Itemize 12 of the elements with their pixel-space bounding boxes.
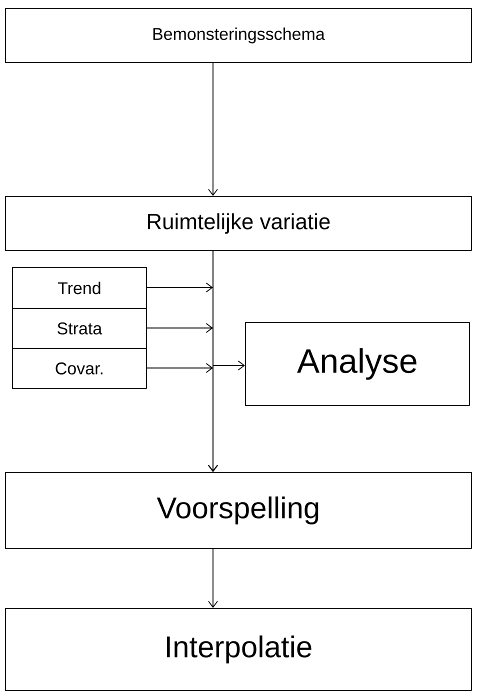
process-box: Ruimtelijke variatie	[5, 196, 472, 251]
arrow	[208, 62, 218, 196]
process-box: Trend	[12, 267, 147, 309]
arrow	[146, 363, 218, 472]
process-box: Strata	[12, 308, 147, 349]
process-box: Analyse	[245, 322, 470, 406]
process-box: Covar.	[12, 348, 147, 389]
process-box: Voorspelling	[5, 472, 472, 549]
arrow	[212, 250, 245, 370]
process-box: Interpolatie	[5, 608, 472, 691]
arrow	[208, 548, 218, 608]
process-box: Bemonsteringsschema	[5, 8, 472, 63]
